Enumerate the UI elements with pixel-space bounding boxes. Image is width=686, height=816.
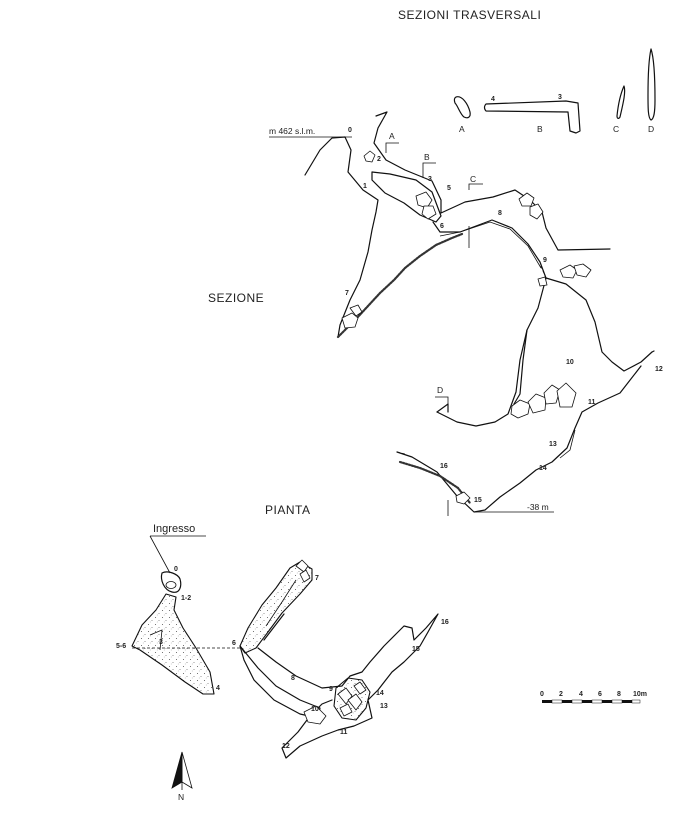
section-marker-label-d: D xyxy=(437,385,443,395)
plan-station-0: 0 xyxy=(174,566,178,573)
section-station-10: 10 xyxy=(566,359,574,366)
plan-station-13: 13 xyxy=(380,703,388,710)
section-station-16: 16 xyxy=(440,463,448,470)
altitude-label: m 462 s.l.m. xyxy=(269,126,315,136)
plan-boulders xyxy=(295,559,367,717)
plan-station-8: 8 xyxy=(291,675,295,682)
section-station-15: 15 xyxy=(474,497,482,504)
section-boulders xyxy=(341,150,592,505)
section-marker-label-b: B xyxy=(424,152,430,162)
plan-title: PIANTA xyxy=(265,503,310,517)
section-station-11: 11 xyxy=(588,399,596,406)
scale-tick-6: 6 xyxy=(598,691,602,698)
north-arrow-icon xyxy=(171,751,193,790)
section-marker-d xyxy=(435,396,449,412)
plan-station-11: 11 xyxy=(340,729,348,736)
section-marker-c xyxy=(468,183,483,190)
section-marker-b xyxy=(422,162,436,178)
plan-station-12: 12 xyxy=(282,743,290,750)
cross-section-label-a: A xyxy=(459,124,465,134)
section-station-5: 5 xyxy=(447,185,451,192)
section-station-1: 1 xyxy=(363,183,367,190)
plan-station-14: 14 xyxy=(376,690,384,697)
plan-station-16: 16 xyxy=(441,619,449,626)
cross-section-label-d: D xyxy=(648,124,654,134)
cross-sections-title: SEZIONI TRASVERSALI xyxy=(398,8,541,22)
cross-section-label-b: B xyxy=(537,124,543,134)
cross-section-c xyxy=(616,85,626,119)
section-station-2: 2 xyxy=(377,156,381,163)
cross-section-label-c: C xyxy=(613,124,619,134)
plan-station-15: 15 xyxy=(412,646,420,653)
scale-tick-8: 8 xyxy=(617,691,621,698)
cross-section-b xyxy=(483,100,581,134)
cross-section-d xyxy=(647,48,656,121)
section-station-0: 0 xyxy=(348,127,352,134)
section-marker-label-a: A xyxy=(389,131,395,141)
scale-tick-0: 0 xyxy=(540,691,544,698)
north-label: N xyxy=(178,792,184,802)
section-title: SEZIONE xyxy=(208,291,264,305)
scale-tick-2: 2 xyxy=(559,691,563,698)
section-station-12: 12 xyxy=(655,366,663,373)
section-station-14: 14 xyxy=(539,465,547,472)
section-station-3: 3 xyxy=(428,176,432,183)
scale-tick-10m: 10m xyxy=(633,691,647,698)
plan-station-5-6: 5-6 xyxy=(116,643,126,650)
depth-label: -38 m xyxy=(527,502,549,512)
section-station-7: 7 xyxy=(345,290,349,297)
entrance-leader xyxy=(149,535,206,574)
section-station-9: 9 xyxy=(543,257,547,264)
section-marker-label-c: C xyxy=(470,174,476,184)
section-station-8: 8 xyxy=(498,210,502,217)
entrance-label: Ingresso xyxy=(153,523,195,535)
plan-station-10: 10 xyxy=(311,706,319,713)
plan-station-4: 4 xyxy=(216,685,220,692)
plan-station-7: 7 xyxy=(315,575,319,582)
section-station-6: 6 xyxy=(440,223,444,230)
section-marker-a xyxy=(385,142,399,153)
cross-section-station-4: 4 xyxy=(491,96,495,103)
cross-section-a xyxy=(453,96,471,119)
scale-bar xyxy=(542,699,641,704)
scale-tick-4: 4 xyxy=(579,691,583,698)
plan-station-9: 9 xyxy=(329,686,333,693)
plan-station-3: 3 xyxy=(159,639,163,646)
cross-section-station-3: 3 xyxy=(558,94,562,101)
plan-station-6: 6 xyxy=(232,640,236,647)
plan-outline xyxy=(131,561,439,759)
plan-station-1-2: 1-2 xyxy=(181,595,191,602)
section-station-13: 13 xyxy=(549,441,557,448)
